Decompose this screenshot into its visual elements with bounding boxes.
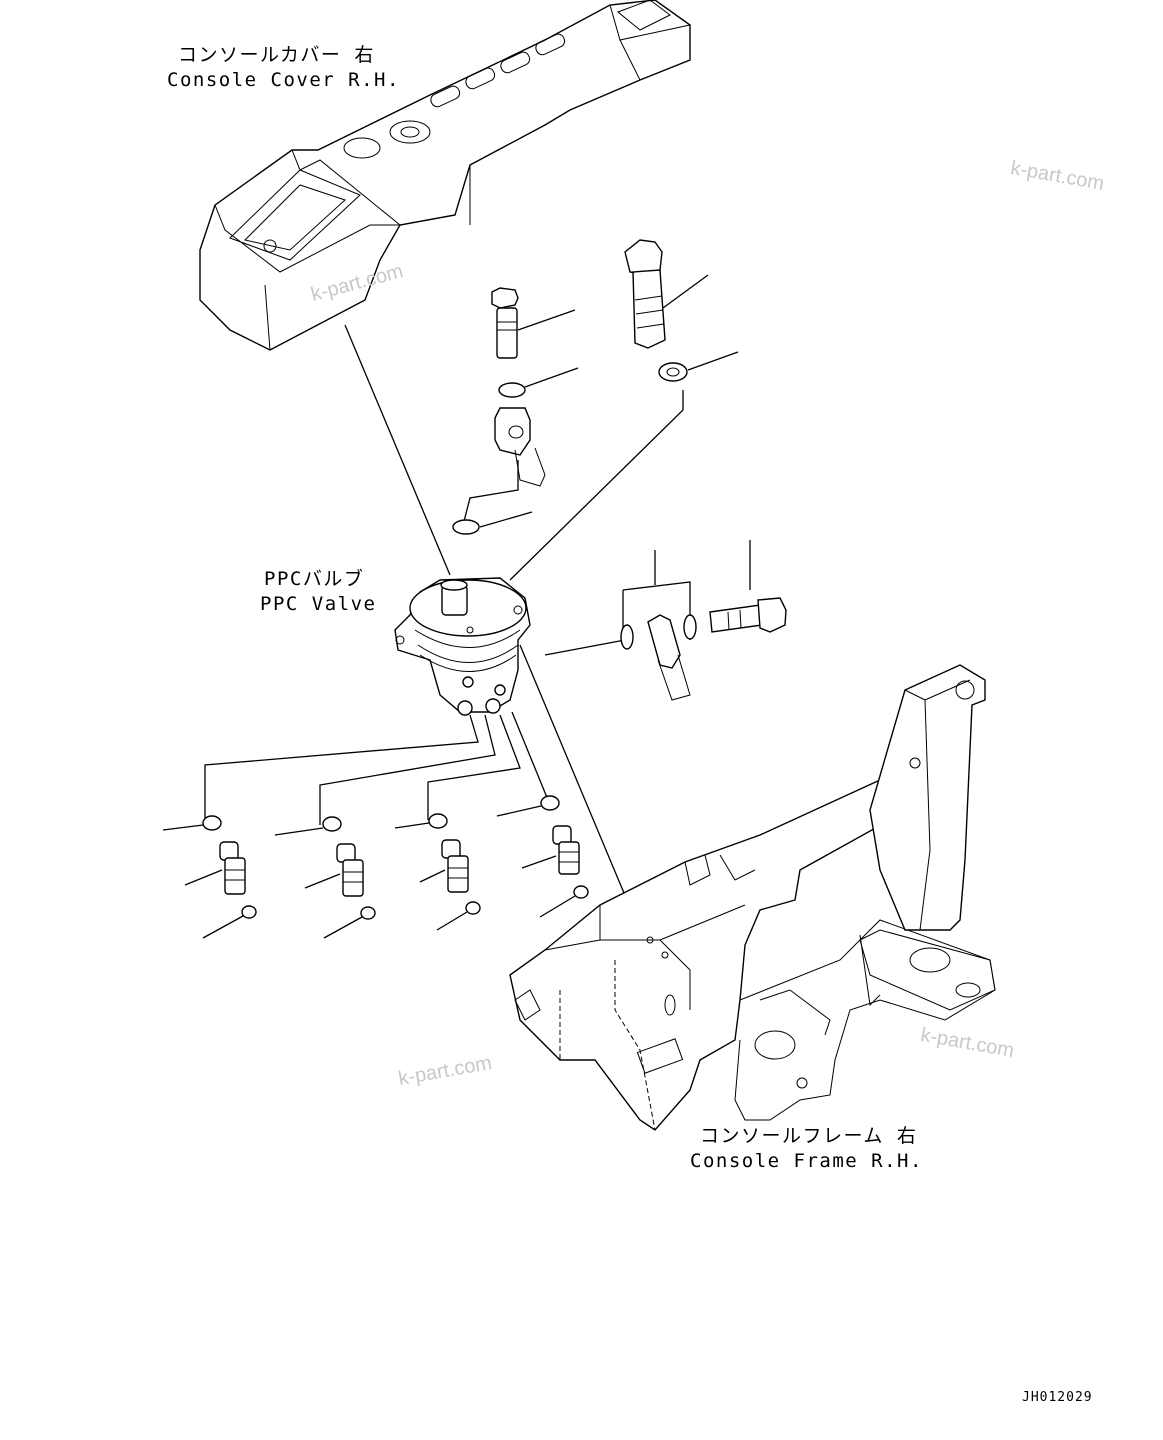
ppc-valve-label-en: PPC Valve xyxy=(260,593,377,615)
bolts-washers-drawing xyxy=(452,239,739,581)
ppc-valve-drawing xyxy=(394,577,531,716)
console-cover-label-jp: コンソールカバー 右 xyxy=(178,44,375,66)
fitting-leaders xyxy=(204,711,549,825)
console-frame-drawing xyxy=(509,664,996,1131)
console-frame-label-jp: コンソールフレーム 右 xyxy=(700,1125,918,1147)
console-cover-label-en: Console Cover R.H. xyxy=(167,69,400,91)
console-frame-label-en: Console Frame R.H. xyxy=(690,1150,923,1172)
drawing-code: JH012029 xyxy=(1022,1390,1093,1405)
bracket-drawing xyxy=(620,540,787,701)
console-cover-drawing xyxy=(199,0,691,351)
ppc-valve-label-jp: PPCバルブ xyxy=(264,568,365,590)
fittings-drawing xyxy=(162,795,589,939)
